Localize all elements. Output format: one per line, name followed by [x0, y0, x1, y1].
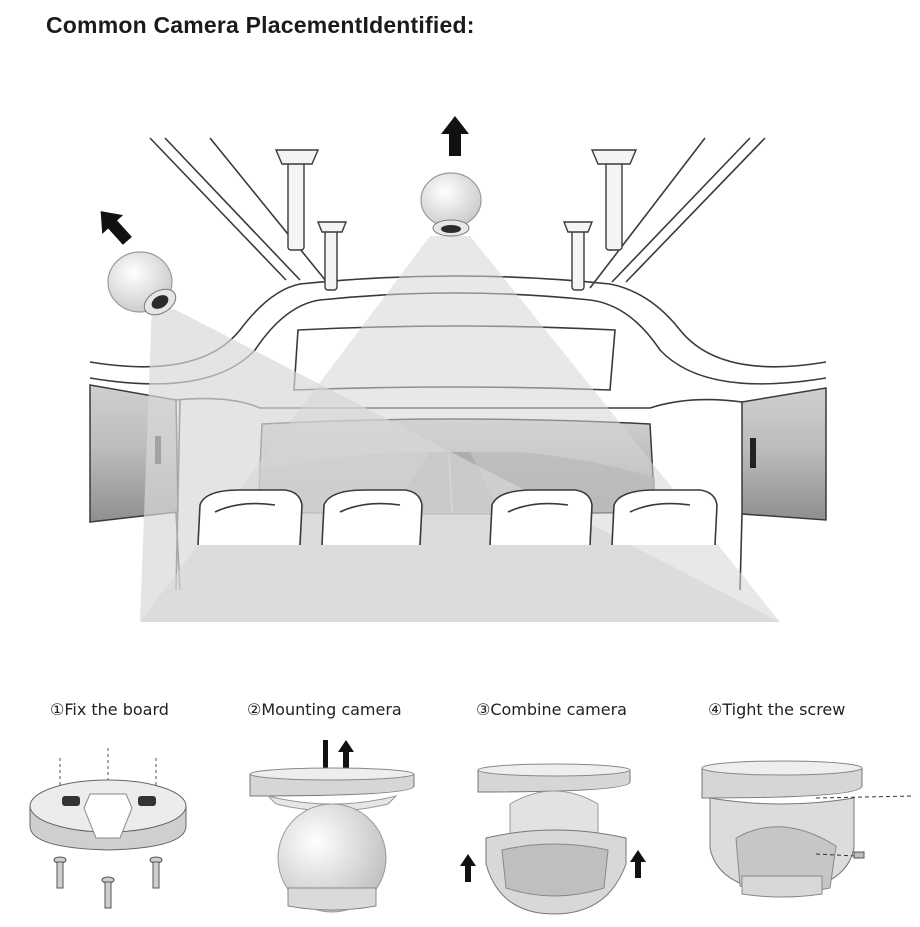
right-side-window: [741, 387, 827, 521]
up-arrow-icon: [100, 211, 132, 245]
step-1-mounting-board-illustration: [29, 748, 187, 909]
up-arrow-icon: [630, 850, 646, 878]
step-3-combine-camera-illustration: [460, 763, 646, 915]
up-arrow-icon: [460, 854, 476, 882]
step-2-label: ②Mounting camera: [247, 700, 402, 719]
bus-interior-illustration: [89, 116, 827, 622]
screw-icon: [853, 851, 865, 859]
step-3-label: ③Combine camera: [476, 700, 627, 719]
up-arrow-icon: [441, 116, 469, 156]
step-2-mounting-camera-illustration: [249, 740, 415, 913]
screw-icon: [53, 856, 163, 909]
center-dome-camera: [420, 172, 482, 237]
ceiling-poles: [274, 149, 638, 291]
left-dome-camera: [107, 251, 177, 316]
step-4-tight-screw-illustration: [701, 760, 915, 898]
step-1-label: ①Fix the board: [50, 700, 169, 719]
page-title: Common Camera PlacementIdentified:: [46, 12, 475, 38]
seats: [197, 489, 718, 546]
up-arrow-icon: [338, 740, 354, 768]
step-4-label: ④Tight the screw: [708, 700, 846, 719]
